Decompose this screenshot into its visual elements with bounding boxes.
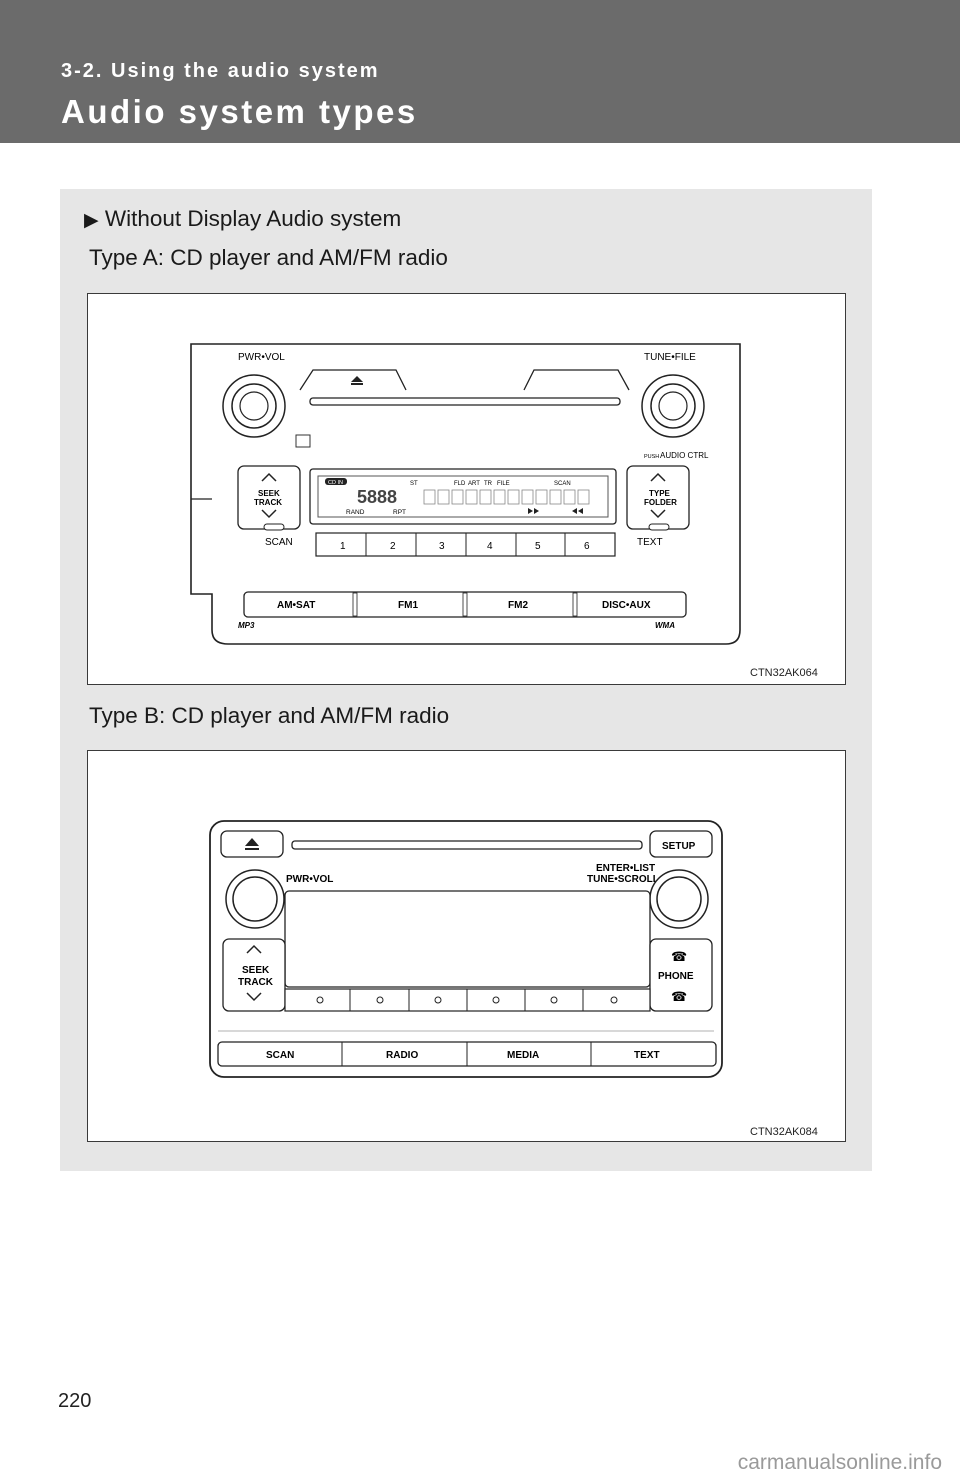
page-header: 3-2. Using the audio system Audio system…	[0, 0, 960, 143]
figure-type-a: PWR•VOL TUNE•FILE PUSH AUDIO CTRL SEEK T…	[87, 293, 846, 685]
preset-2[interactable]: 2	[390, 541, 396, 552]
disc-aux-button[interactable]: DISC•AUX	[602, 600, 651, 611]
display-screen	[284, 890, 651, 988]
type-folder-button[interactable]: TYPE FOLDER	[626, 465, 690, 530]
scan-button[interactable]: SCAN	[265, 537, 293, 548]
media-button[interactable]: MEDIA	[507, 1050, 539, 1061]
watermark-footer: carmanualsonline.info	[737, 1451, 942, 1474]
preset-5[interactable]: 5	[535, 541, 541, 552]
push-label: PUSH	[644, 454, 659, 460]
am-sat-button[interactable]: AM•SAT	[277, 600, 315, 611]
text-button[interactable]: TEXT	[634, 1050, 660, 1061]
compact-disc-logo-icon	[295, 434, 311, 448]
intro-line: ▶ Without Display Audio system	[84, 206, 401, 232]
svg-text:ST: ST	[410, 481, 418, 487]
svg-text:FILE: FILE	[497, 481, 510, 487]
fm2-button[interactable]: FM2	[508, 600, 528, 611]
tune-scroll-label: TUNE•SCROLL	[587, 874, 659, 885]
text-button[interactable]: TEXT	[637, 537, 663, 548]
preset-buttons[interactable]: 1 2 3 4 5 6	[340, 533, 590, 556]
fm1-button[interactable]: FM1	[398, 600, 418, 611]
phone-hangup-icon: ☎	[671, 989, 687, 1004]
tune-file-knob[interactable]	[641, 374, 705, 438]
intro-text: Without Display Audio system	[104, 206, 402, 231]
svg-text:FLD: FLD	[454, 481, 466, 487]
svg-text:RAND: RAND	[346, 509, 365, 516]
wma-logo: WMA	[655, 621, 675, 630]
svg-text:SEEK: SEEK	[258, 489, 280, 498]
triangle-bullet-icon: ▶	[84, 210, 99, 231]
svg-text:TR: TR	[484, 481, 493, 487]
eject-icon	[245, 838, 259, 846]
type-b-caption: Type B: CD player and AM/FM radio	[89, 703, 450, 728]
svg-text:FOLDER: FOLDER	[644, 498, 677, 507]
seek-track-button[interactable]: SEEK TRACK	[222, 938, 286, 1012]
svg-text:TRACK: TRACK	[238, 977, 274, 988]
enter-list-knob[interactable]	[649, 869, 709, 929]
radio-button[interactable]: RADIO	[386, 1050, 418, 1061]
figure-type-b: SETUP PWR•VOL ENTER•LIST TUNE•SCROLL SEE…	[87, 750, 846, 1142]
type-a-head-unit: PWR•VOL TUNE•FILE PUSH AUDIO CTRL SEEK T…	[190, 343, 741, 645]
phone-pickup-icon: ☎	[671, 949, 687, 964]
svg-text:TYPE: TYPE	[649, 489, 671, 498]
svg-text:ART: ART	[468, 481, 480, 487]
page-number: 220	[58, 1390, 92, 1412]
phone-button[interactable]: ☎ PHONE ☎	[649, 938, 713, 1012]
eject-icon	[351, 376, 363, 382]
preset-buttons[interactable]	[316, 989, 618, 1011]
preset-6[interactable]: 6	[584, 541, 590, 552]
type-a-caption: Type A: CD player and AM/FM radio	[89, 245, 448, 270]
seek-track-button[interactable]: SEEK TRACK	[237, 465, 301, 530]
page-title: Audio system types	[61, 93, 418, 130]
audio-ctrl-label: AUDIO CTRL	[660, 451, 709, 460]
preset-1[interactable]: 1	[340, 541, 346, 552]
tune-file-label: TUNE•FILE	[644, 352, 696, 363]
enter-list-label: ENTER•LIST	[596, 863, 655, 874]
svg-text:SETUP: SETUP	[662, 841, 696, 852]
eject-button[interactable]	[220, 830, 284, 858]
pwr-vol-label: PWR•VOL	[238, 352, 285, 363]
svg-text:SCAN: SCAN	[554, 481, 571, 487]
section-heading: 3-2. Using the audio system	[61, 60, 380, 82]
svg-text:RPT: RPT	[393, 509, 406, 516]
band-buttons[interactable]: AM•SAT FM1 FM2 DISC•AUX	[277, 592, 651, 617]
svg-text:PHONE: PHONE	[658, 971, 694, 982]
pwr-vol-knob[interactable]	[222, 374, 286, 438]
preset-4[interactable]: 4	[487, 541, 493, 552]
setup-button[interactable]: SETUP	[649, 830, 713, 858]
scan-button[interactable]: SCAN	[266, 1050, 294, 1061]
cd-slot	[309, 397, 621, 406]
pwr-vol-label: PWR•VOL	[286, 874, 333, 885]
figure-a-code: CTN32AK064	[750, 667, 818, 679]
svg-text:CD IN: CD IN	[328, 480, 343, 486]
mp3-logo: MP3	[238, 621, 255, 630]
svg-text:SEEK: SEEK	[242, 965, 270, 976]
figure-b-code: CTN32AK084	[750, 1126, 818, 1138]
preset-3[interactable]: 3	[439, 541, 445, 552]
svg-text:5888: 5888	[357, 487, 397, 507]
pwr-vol-knob[interactable]	[225, 869, 285, 929]
lcd-display: CD IN ST FLD ART TR FILE SCAN 5888 RAND …	[309, 468, 617, 525]
type-b-head-unit: SETUP PWR•VOL ENTER•LIST TUNE•SCROLL SEE…	[209, 820, 723, 1078]
cd-slot	[291, 840, 643, 850]
svg-text:TRACK: TRACK	[254, 498, 282, 507]
eject-button[interactable]	[299, 369, 407, 391]
